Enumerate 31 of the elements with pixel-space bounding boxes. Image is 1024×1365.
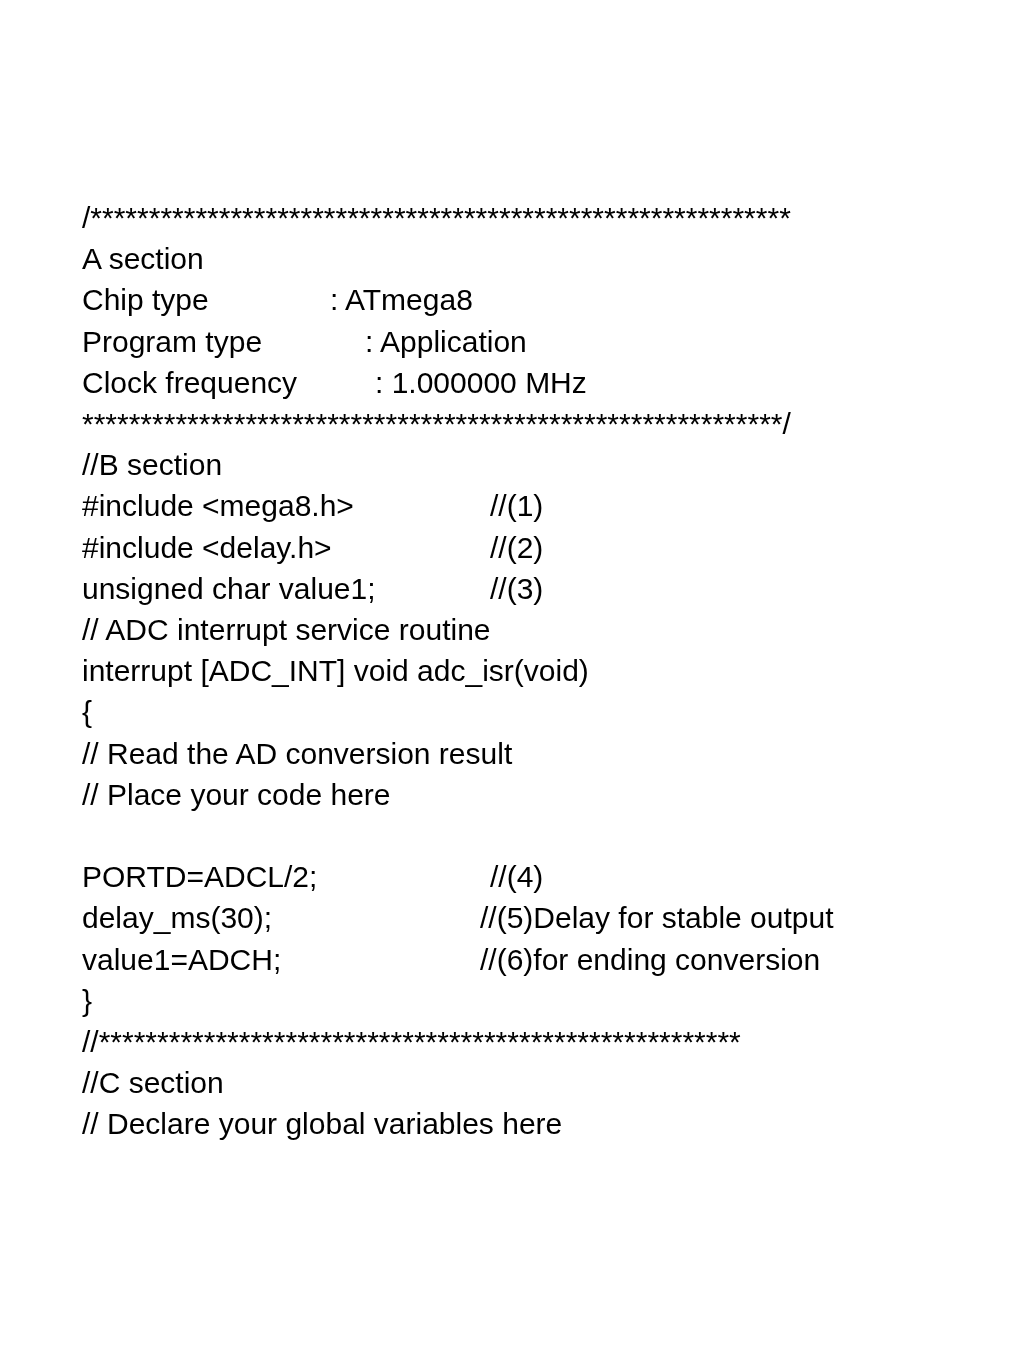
code-line: // Place your code here	[82, 776, 391, 813]
code-line: //B section	[82, 447, 223, 484]
code-comment: //(5)Delay for stable output	[480, 900, 834, 937]
code-line: /************************************************************	[82, 200, 791, 236]
code-line: unsigned char value1;	[82, 570, 376, 607]
code-line: Clock frequency	[82, 364, 298, 401]
code-line: PORTD=ADCL/2;	[82, 859, 318, 896]
code-line: // Read the AD conversion result	[82, 735, 513, 772]
code-comment: : ATmega8	[330, 282, 473, 319]
code-line: }	[82, 982, 93, 1019]
code-line: delay_ms(30);	[82, 900, 273, 937]
code-comment: : Application	[365, 323, 527, 360]
code-line: interrupt [ADC_INT] void adc_isr(void)	[82, 653, 589, 690]
code-line: // ADC interrupt service routine	[82, 612, 491, 648]
code-line: // Declare your global variables here	[82, 1106, 563, 1143]
code-comment: //(2)	[490, 529, 544, 566]
code-line: //C section	[82, 1065, 224, 1102]
code-line: //*******************************************************	[82, 1024, 741, 1060]
code-line: #include <mega8.h>	[82, 488, 354, 525]
code-comment: //(1)	[490, 488, 544, 525]
code-comment: //(6)for ending conversion	[480, 941, 821, 978]
code-line: #include <delay.h>	[82, 529, 332, 566]
code-comment: : 1.000000 MHz	[375, 364, 587, 401]
code-line: Program type	[82, 323, 263, 360]
code-comment: //(3)	[490, 570, 544, 607]
code-line: A section	[82, 241, 204, 278]
code-comment: //(4)	[490, 859, 544, 896]
code-line: Chip type	[82, 282, 209, 319]
code-line: ************************************************************/	[82, 406, 791, 442]
code-line: value1=ADCH;	[82, 941, 282, 978]
code-line: {	[82, 694, 93, 731]
